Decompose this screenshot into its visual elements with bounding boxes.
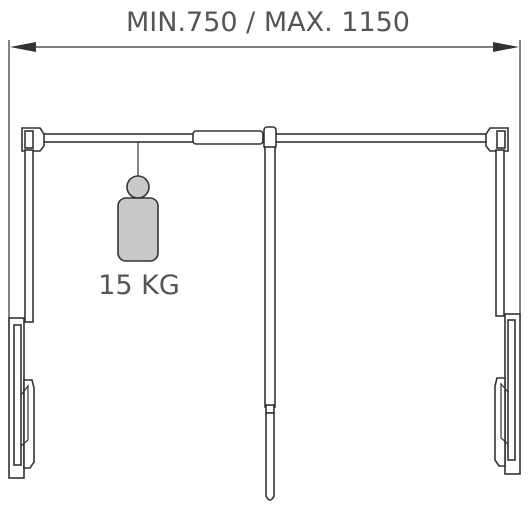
center-clip — [263, 126, 277, 150]
right-side-arm — [494, 149, 521, 475]
left-side-arm — [8, 149, 35, 479]
pull-down-handle — [264, 146, 276, 501]
right-end-bracket — [485, 127, 509, 152]
weight-label: 15 KG — [98, 270, 180, 301]
left-end-bracket — [21, 127, 45, 152]
weight-icon — [117, 142, 159, 262]
dimension-arrow — [8, 40, 521, 330]
dimension-label: MIN.750 / MAX. 1150 — [126, 7, 410, 38]
